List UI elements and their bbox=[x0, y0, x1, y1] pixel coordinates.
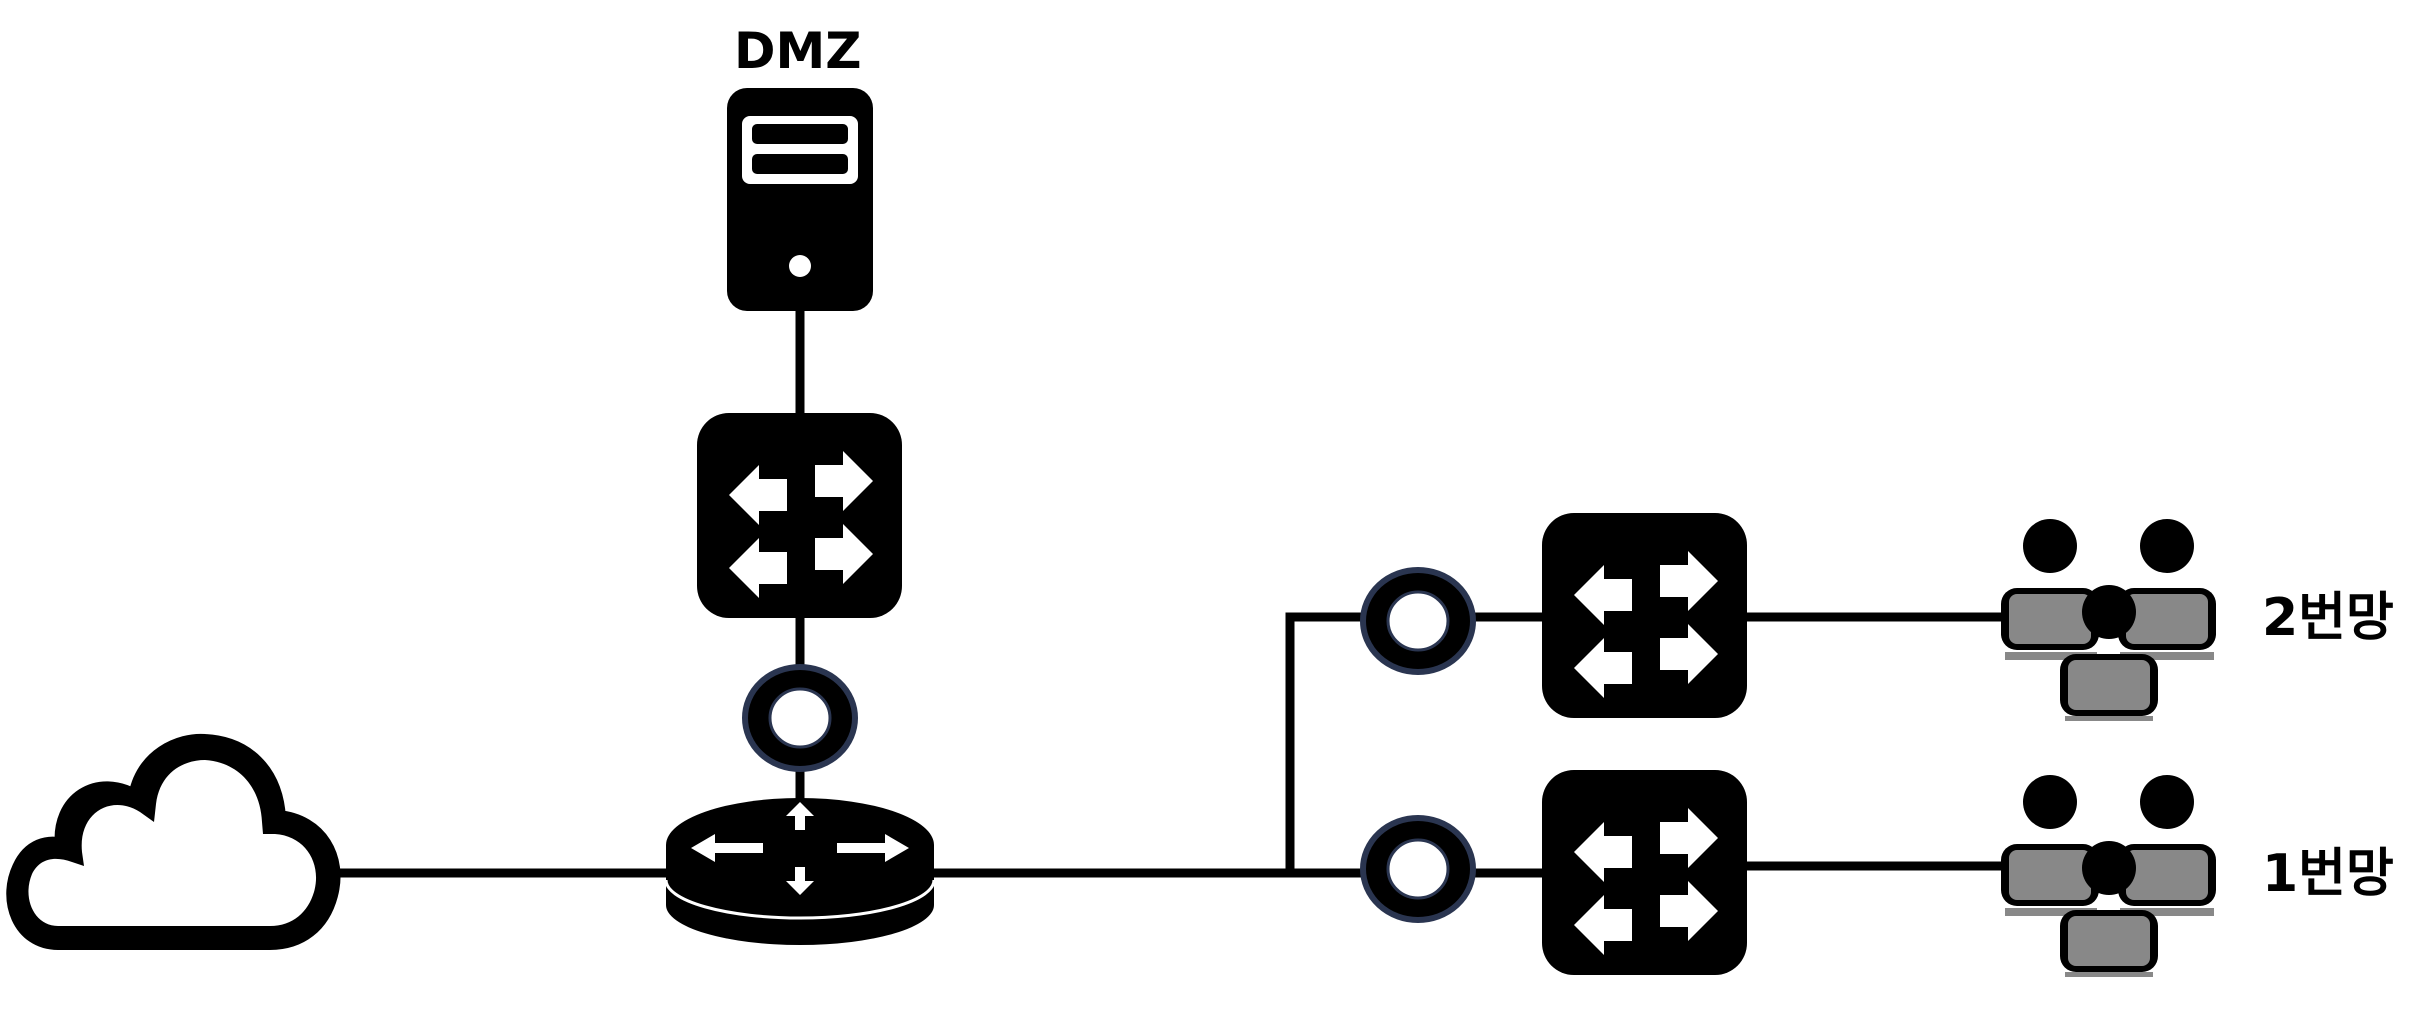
connection-lines bbox=[325, 305, 2005, 878]
router-icon bbox=[664, 798, 936, 945]
hub-icon-dmz bbox=[745, 667, 855, 769]
user-group-icon-net2 bbox=[2001, 519, 2216, 721]
firewall-switch-icon-dmz bbox=[697, 413, 902, 618]
network-1-label: 1번망 bbox=[2262, 844, 2394, 904]
hub-icon-net2 bbox=[1363, 570, 1473, 672]
link-branch-net2 bbox=[1285, 612, 1380, 873]
user-group-icon-net1 bbox=[2001, 775, 2216, 977]
server-icon bbox=[727, 88, 873, 311]
firewall-switch-icon-net1 bbox=[1542, 770, 1747, 975]
firewall-switch-icon-net2 bbox=[1542, 513, 1747, 718]
hub-icon-net1 bbox=[1363, 818, 1473, 920]
cloud-icon bbox=[6, 733, 341, 950]
network-2-label: 2번망 bbox=[2262, 588, 2394, 648]
dmz-label: DMZ bbox=[734, 22, 862, 80]
